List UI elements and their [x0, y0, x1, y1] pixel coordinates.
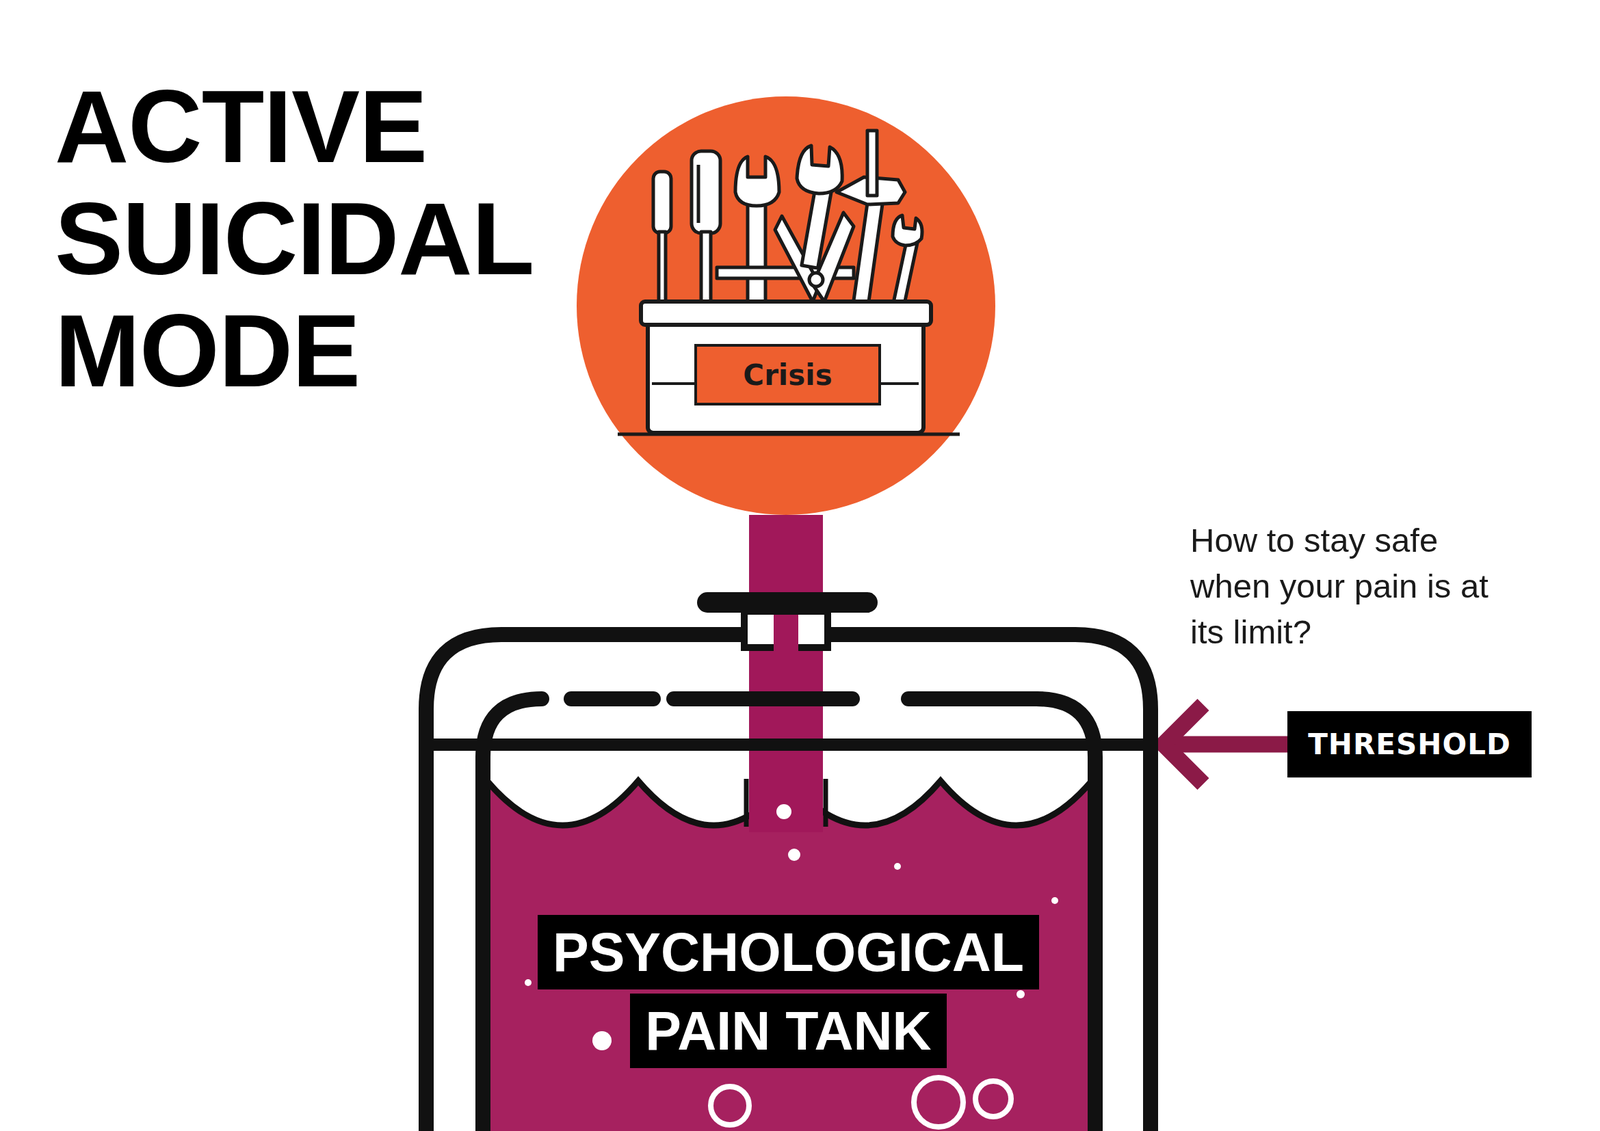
pointer-arrow [1163, 705, 1288, 785]
arrow-head [1163, 705, 1204, 785]
toolbox-illustration [576, 96, 996, 516]
note-block: How to stay safe when your pain is at it… [1190, 517, 1519, 656]
toolbox-tag: Crisis [694, 344, 882, 406]
threshold-tag: THRESHOLD [1287, 711, 1532, 778]
question-note: How to stay safe when your pain is at it… [1190, 517, 1519, 656]
crisis-circle: Crisis [576, 96, 996, 516]
threshold-line [418, 738, 1159, 752]
title: ACTIVE SUICIDAL MODE [54, 70, 596, 408]
toolbox [617, 301, 960, 435]
tank-label-holder: PSYCHOLOGICAL PAIN TANK [518, 913, 1059, 1071]
title-block: ACTIVE SUICIDAL MODE [54, 70, 596, 408]
tank-label: PSYCHOLOGICAL PAIN TANK [537, 915, 1040, 1069]
tools [653, 130, 923, 323]
threshold-text: THRESHOLD [1307, 727, 1512, 762]
pain-liquid [487, 781, 1092, 1131]
pain-tank: PSYCHOLOGICAL PAIN TANK [418, 627, 1159, 1131]
connector-line [1169, 736, 1288, 754]
